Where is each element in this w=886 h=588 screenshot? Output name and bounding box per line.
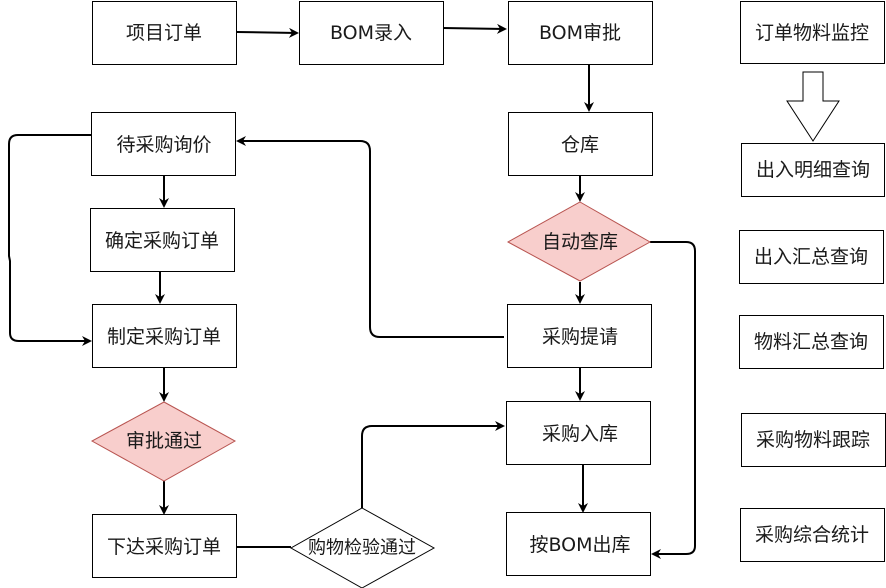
monitor-title: 订单物料监控: [755, 22, 869, 44]
side-item-label: 出入汇总查询: [754, 246, 868, 268]
edge-bom-entry-to-bom-approval: [442, 23, 507, 34]
node-label: 审批通过: [126, 430, 202, 452]
node-label: 购物检验通过: [308, 538, 416, 559]
node-label: 采购入库: [542, 423, 618, 445]
node-pending-inquiry[interactable]: 待采购询价: [91, 112, 236, 176]
node-bom-approval[interactable]: BOM审批: [508, 1, 653, 65]
side-item-label: 物料汇总查询: [754, 331, 868, 353]
node-confirm-po[interactable]: 确定采购订单: [90, 208, 235, 272]
node-outbound-by-bom[interactable]: 按BOM出库: [506, 512, 651, 576]
node-label: 待采购询价: [116, 134, 211, 156]
edge-auto-check-to-outbound: [650, 241, 696, 559]
node-project-order[interactable]: 项目订单: [92, 1, 237, 65]
node-bom-entry[interactable]: BOM录入: [299, 1, 444, 65]
monitor-title-box[interactable]: 订单物料监控: [740, 1, 885, 64]
node-inspection-passed[interactable]: 购物检验通过: [289, 507, 436, 588]
node-label: 项目订单: [126, 22, 202, 44]
node-label: BOM录入: [330, 22, 412, 44]
node-create-po[interactable]: 制定采购订单: [92, 304, 237, 368]
side-item-label: 出入明细查询: [756, 159, 870, 181]
edge-inspection-to-inbound: [361, 421, 505, 508]
side-item-purchase-stats[interactable]: 采购综合统计: [740, 508, 885, 562]
node-issue-po[interactable]: 下达采购订单: [92, 514, 237, 578]
node-label: 仓库: [561, 134, 599, 156]
node-auto-check-stock[interactable]: 自动查库: [506, 201, 652, 282]
node-label: 制定采购订单: [107, 326, 221, 348]
node-purchase-request[interactable]: 采购提请: [507, 304, 652, 368]
node-purchase-inbound[interactable]: 采购入库: [506, 401, 651, 465]
node-label: 自动查库: [542, 231, 618, 253]
down-arrow-icon: [786, 71, 840, 142]
side-item-label: 采购综合统计: [755, 524, 869, 546]
node-label: 按BOM出库: [529, 534, 630, 556]
edges: [8, 23, 696, 559]
node-label: BOM审批: [539, 22, 621, 44]
side-item-summary-query[interactable]: 出入汇总查询: [739, 230, 884, 284]
side-panel: 订单物料监控 出入明细查询 出入汇总查询 物料汇总查询 采购物料跟踪 采购综合统…: [739, 1, 886, 562]
side-item-detail-query[interactable]: 出入明细查询: [741, 143, 885, 197]
edge-project-order-to-bom-entry: [236, 27, 299, 38]
node-label: 采购提请: [542, 326, 618, 348]
node-approval-passed[interactable]: 审批通过: [90, 401, 237, 482]
side-item-label: 采购物料跟踪: [756, 429, 870, 451]
node-label: 下达采购订单: [107, 536, 221, 558]
side-item-purchase-tracking[interactable]: 采购物料跟踪: [741, 413, 886, 467]
side-item-material-summary[interactable]: 物料汇总查询: [739, 315, 884, 369]
edge-purchase-request-to-pending-inquiry: [236, 136, 504, 338]
edge-pending-inquiry-to-create-po: [8, 134, 92, 346]
node-warehouse[interactable]: 仓库: [508, 112, 653, 176]
node-label: 确定采购订单: [105, 230, 219, 252]
